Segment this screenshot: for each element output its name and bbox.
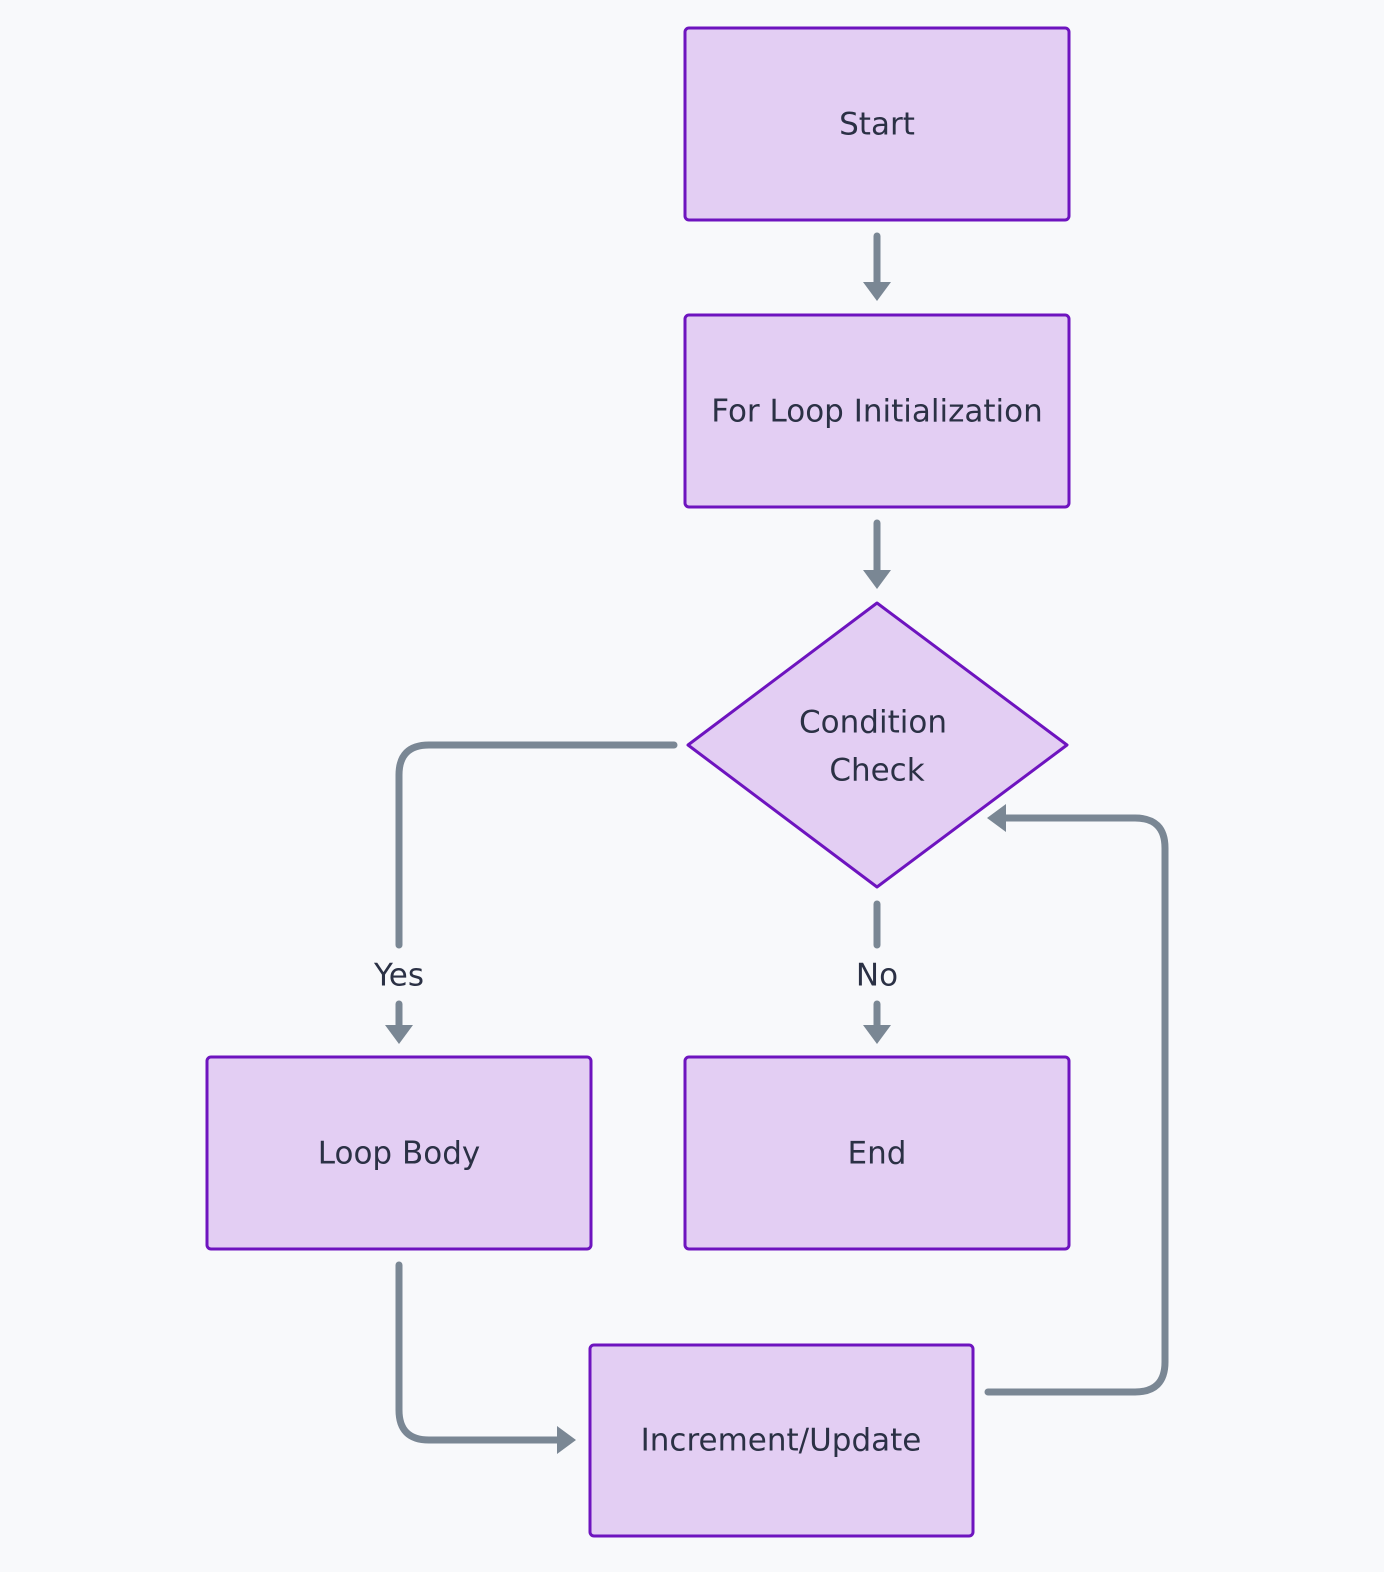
node-condition-label-line2: Check [829,753,924,789]
edge-yes-label: Yes [373,958,424,994]
node-condition-shape [686,601,1069,889]
node-end-shape [683,1055,1071,1251]
arrowhead-down-icon [863,282,891,301]
node-loop-body[interactable]: Loop Body [205,1055,593,1251]
node-condition-label-line1: Condition [799,705,947,741]
node-start[interactable]: Start [683,26,1071,222]
edge-start-to-init [863,232,891,301]
node-init[interactable]: For Loop Initialization [683,313,1071,509]
node-loop-body-shape [205,1055,593,1251]
node-init-shape [683,313,1071,509]
node-condition[interactable]: Condition Check [686,601,1069,889]
node-increment-shape [588,1343,975,1538]
arrowhead-down-icon [385,1025,413,1044]
edge-init-to-condition [863,519,891,589]
edge-loop-body-to-increment [395,1261,576,1454]
node-loop-body-label: Loop Body [318,1136,480,1172]
edge-condition-yes-to-loop-body: Yes [373,741,678,1044]
arrowhead-right-icon [557,1426,576,1454]
node-init-label: For Loop Initialization [711,394,1043,430]
arrowhead-down-icon [863,570,891,589]
node-end[interactable]: End [683,1055,1071,1251]
edge-no-label: No [856,958,898,994]
node-start-shape [683,26,1071,222]
arrowhead-left-icon [987,804,1006,832]
edge-loop-body-to-increment-line [395,1261,564,1444]
node-start-label: Start [839,107,915,143]
arrowhead-down-icon [863,1025,891,1044]
edge-condition-no-to-end: No [856,900,898,1044]
node-increment-label: Increment/Update [641,1423,922,1459]
edge-increment-to-condition-line [984,814,1169,1396]
node-end-label: End [848,1136,907,1172]
node-increment[interactable]: Increment/Update [588,1343,975,1538]
edge-yes-line-upper [395,741,678,949]
edge-increment-to-condition [984,804,1169,1396]
